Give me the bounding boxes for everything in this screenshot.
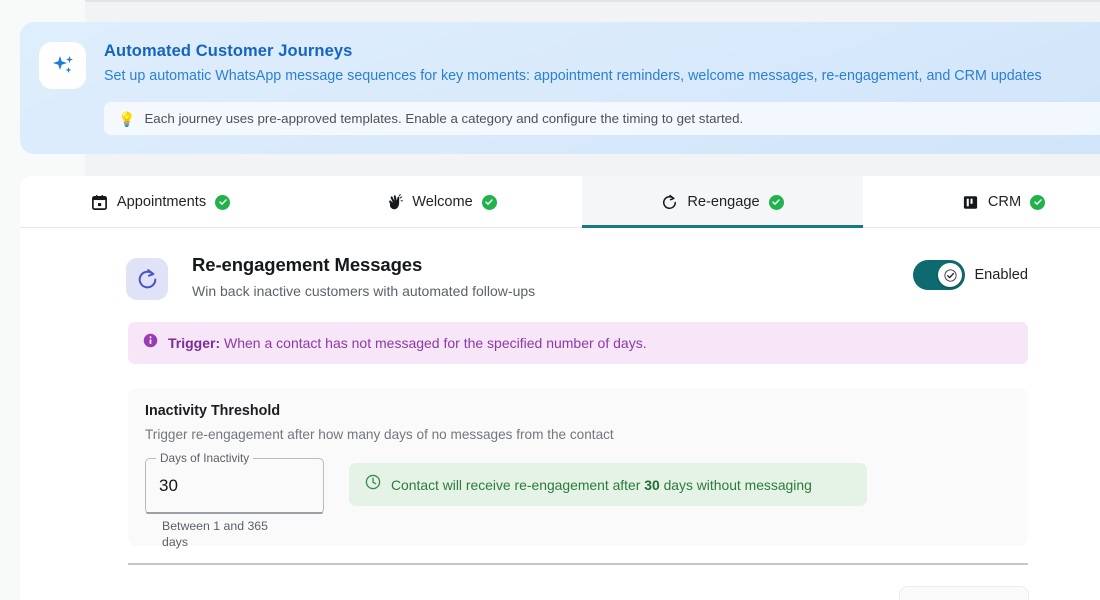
trigger-label: Trigger: — [168, 335, 221, 351]
field-underline — [146, 512, 323, 514]
check-circle-icon — [768, 194, 784, 210]
waving-hand-icon — [386, 193, 404, 211]
enable-toggle-group[interactable]: Enabled — [913, 260, 1028, 290]
banner-hint-text: Each journey uses pre-approved templates… — [144, 111, 744, 126]
refresh-icon — [126, 258, 168, 300]
success-prefix: Contact will receive re-engagement after — [391, 476, 641, 493]
section-header: Re-engagement Messages Win back inactive… — [126, 252, 1028, 308]
page-title: Re-engagement Messages — [192, 254, 423, 275]
tab-label: Welcome — [412, 194, 473, 210]
refresh-icon — [661, 194, 678, 211]
tab-re-engage[interactable]: Re-engage — [582, 176, 863, 228]
trigger-description: When a contact has not messaged for the … — [224, 335, 647, 351]
success-text: Contact will receive re-engagement after… — [391, 477, 812, 493]
days-of-inactivity-input[interactable] — [145, 458, 324, 514]
tab-label: Appointments — [116, 194, 207, 210]
threshold-success-message: Contact will receive re-engagement after… — [349, 463, 867, 506]
success-suffix: days without messaging — [663, 476, 812, 493]
tab-label: Re-engage — [687, 194, 760, 210]
trigger-text: Trigger: When a contact has not messaged… — [168, 335, 647, 351]
footer-action-button[interactable] — [899, 586, 1029, 600]
toggle-label: Enabled — [974, 267, 1028, 283]
banner-title: Automated Customer Journeys — [104, 42, 353, 60]
tab-welcome[interactable]: Welcome — [301, 176, 582, 228]
page-subtitle: Win back inactive customers with automat… — [192, 283, 536, 299]
threshold-field-row: Days of Inactivity Between 1 and 365 day… — [145, 450, 1011, 549]
check-circle-icon — [1030, 194, 1046, 210]
lightbulb-icon: 💡 — [118, 110, 136, 127]
check-circle-icon — [215, 194, 231, 210]
banner-subtitle: Set up automatic WhatsApp message sequen… — [104, 68, 1042, 84]
toggle-knob — [938, 263, 963, 287]
automated-journeys-banner: Automated Customer Journeys Set up autom… — [20, 22, 1100, 154]
clock-icon — [365, 474, 381, 495]
days-of-inactivity-field[interactable]: Days of Inactivity Between 1 and 365 day… — [145, 450, 324, 549]
kanban-board-icon — [962, 194, 979, 211]
check-circle-icon — [481, 194, 497, 210]
info-circle-icon — [143, 333, 158, 353]
trigger-banner: Trigger: When a contact has not messaged… — [128, 322, 1028, 364]
panel-description: Trigger re-engagement after how many day… — [145, 427, 614, 442]
panel-title: Inactivity Threshold — [145, 403, 281, 419]
tab-label: CRM — [987, 194, 1022, 210]
enable-toggle[interactable] — [913, 260, 966, 290]
sparkles-icon — [39, 42, 86, 89]
calendar-icon — [91, 194, 108, 211]
tab-appointments[interactable]: Appointments — [20, 176, 301, 228]
banner-hint: 💡 Each journey uses pre-approved templat… — [104, 102, 1100, 135]
inactivity-threshold-panel: Inactivity Threshold Trigger re-engageme… — [128, 388, 1028, 549]
success-value: 30 — [644, 476, 660, 493]
tab-crm[interactable]: CRM — [863, 176, 1100, 228]
tab-bar: Appointments Welcome — [20, 176, 1100, 228]
days-of-inactivity-helper: Between 1 and 365 days — [162, 519, 268, 549]
footer-divider — [128, 563, 1028, 565]
